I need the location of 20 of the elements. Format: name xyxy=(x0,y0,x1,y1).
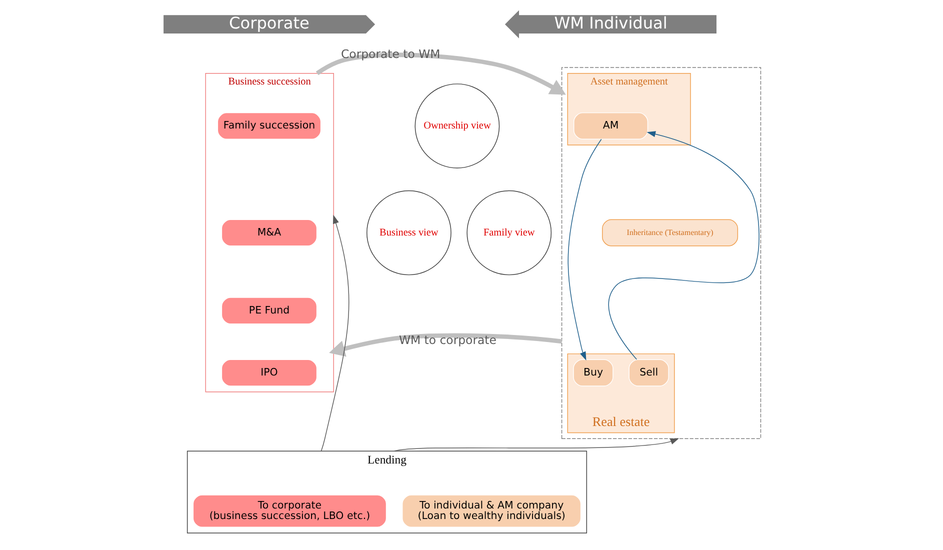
arrow xyxy=(567,138,602,360)
node-box: To individual & AM company (Loan to wealthy individuals) xyxy=(401,494,581,528)
node-box: AM xyxy=(573,112,648,140)
node-box: To corporate (business succession, LBO etc.) xyxy=(192,494,386,528)
arrow xyxy=(608,131,759,360)
node-circle: Family view xyxy=(466,190,552,276)
edge-label: WM to corporate xyxy=(398,333,496,348)
node-box: Family succession xyxy=(216,112,321,140)
node-box: IPO xyxy=(220,359,317,386)
node-box: Inheritance (Testamentary) xyxy=(602,219,738,246)
node-circle: Ownership view xyxy=(414,84,500,168)
arrow xyxy=(328,333,562,357)
node-box: PE Fund xyxy=(220,297,317,324)
arrow xyxy=(320,214,349,452)
node-circle: Business view xyxy=(366,190,451,276)
node-box: Sell xyxy=(628,359,668,386)
node-box: Buy xyxy=(572,359,613,386)
node-box: M&A xyxy=(220,219,317,246)
arrow xyxy=(393,438,679,452)
arrow xyxy=(315,52,566,95)
